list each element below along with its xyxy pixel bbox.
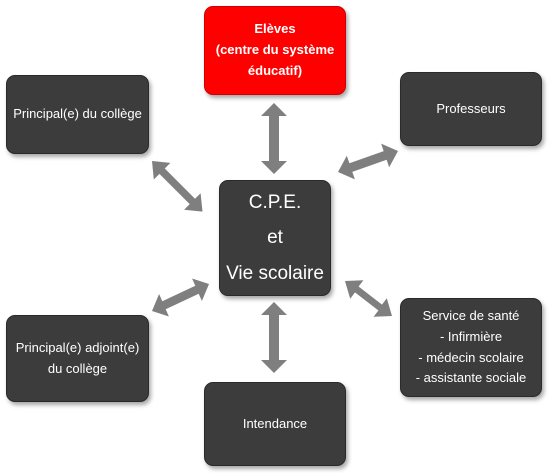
node-intendance: Intendance <box>204 382 346 466</box>
node-service-sante: Service de santé - Infirmière - médecin … <box>400 298 542 397</box>
center-line-1: C.P.E. <box>248 192 302 214</box>
eleves-line-2: (centre du système <box>215 42 335 58</box>
arrow-intendance <box>261 302 287 373</box>
node-principal-adjoint: Principal(e) adjoint(e) du collège <box>6 315 149 402</box>
center-node-cpe-vie-scolaire: C.P.E. et Vie scolaire <box>219 180 331 296</box>
node-eleves: Elèves (centre du système éducatif) <box>204 6 346 95</box>
arrow-principal <box>152 161 203 212</box>
professeurs-line-1: Professeurs <box>436 100 506 116</box>
arrow-principal-adjoint <box>152 278 209 317</box>
arrow-eleves <box>261 103 287 174</box>
center-line-3: Vie scolaire <box>226 262 324 284</box>
service-sante-line-4: - assistante sociale <box>415 370 527 386</box>
service-sante-line-1: Service de santé <box>422 307 520 323</box>
service-sante-line-2: - Infirmière <box>439 328 503 344</box>
arrow-professeurs <box>338 143 398 180</box>
service-sante-line-3: - médecin scolaire <box>418 349 524 365</box>
eleves-line-3: éducatif) <box>247 62 303 78</box>
node-principal: Principal(e) du collège <box>6 75 149 154</box>
principal-adjoint-line-2: du collège <box>47 360 108 376</box>
node-professeurs: Professeurs <box>400 72 542 146</box>
arrow-service-sante <box>345 280 392 317</box>
center-line-2: et <box>267 227 283 249</box>
principal-adjoint-line-1: Principal(e) adjoint(e) <box>15 339 140 355</box>
intendance-line-1: Intendance <box>242 415 308 431</box>
eleves-line-1: Elèves <box>254 21 296 37</box>
principal-line-1: Principal(e) du collège <box>13 106 142 122</box>
